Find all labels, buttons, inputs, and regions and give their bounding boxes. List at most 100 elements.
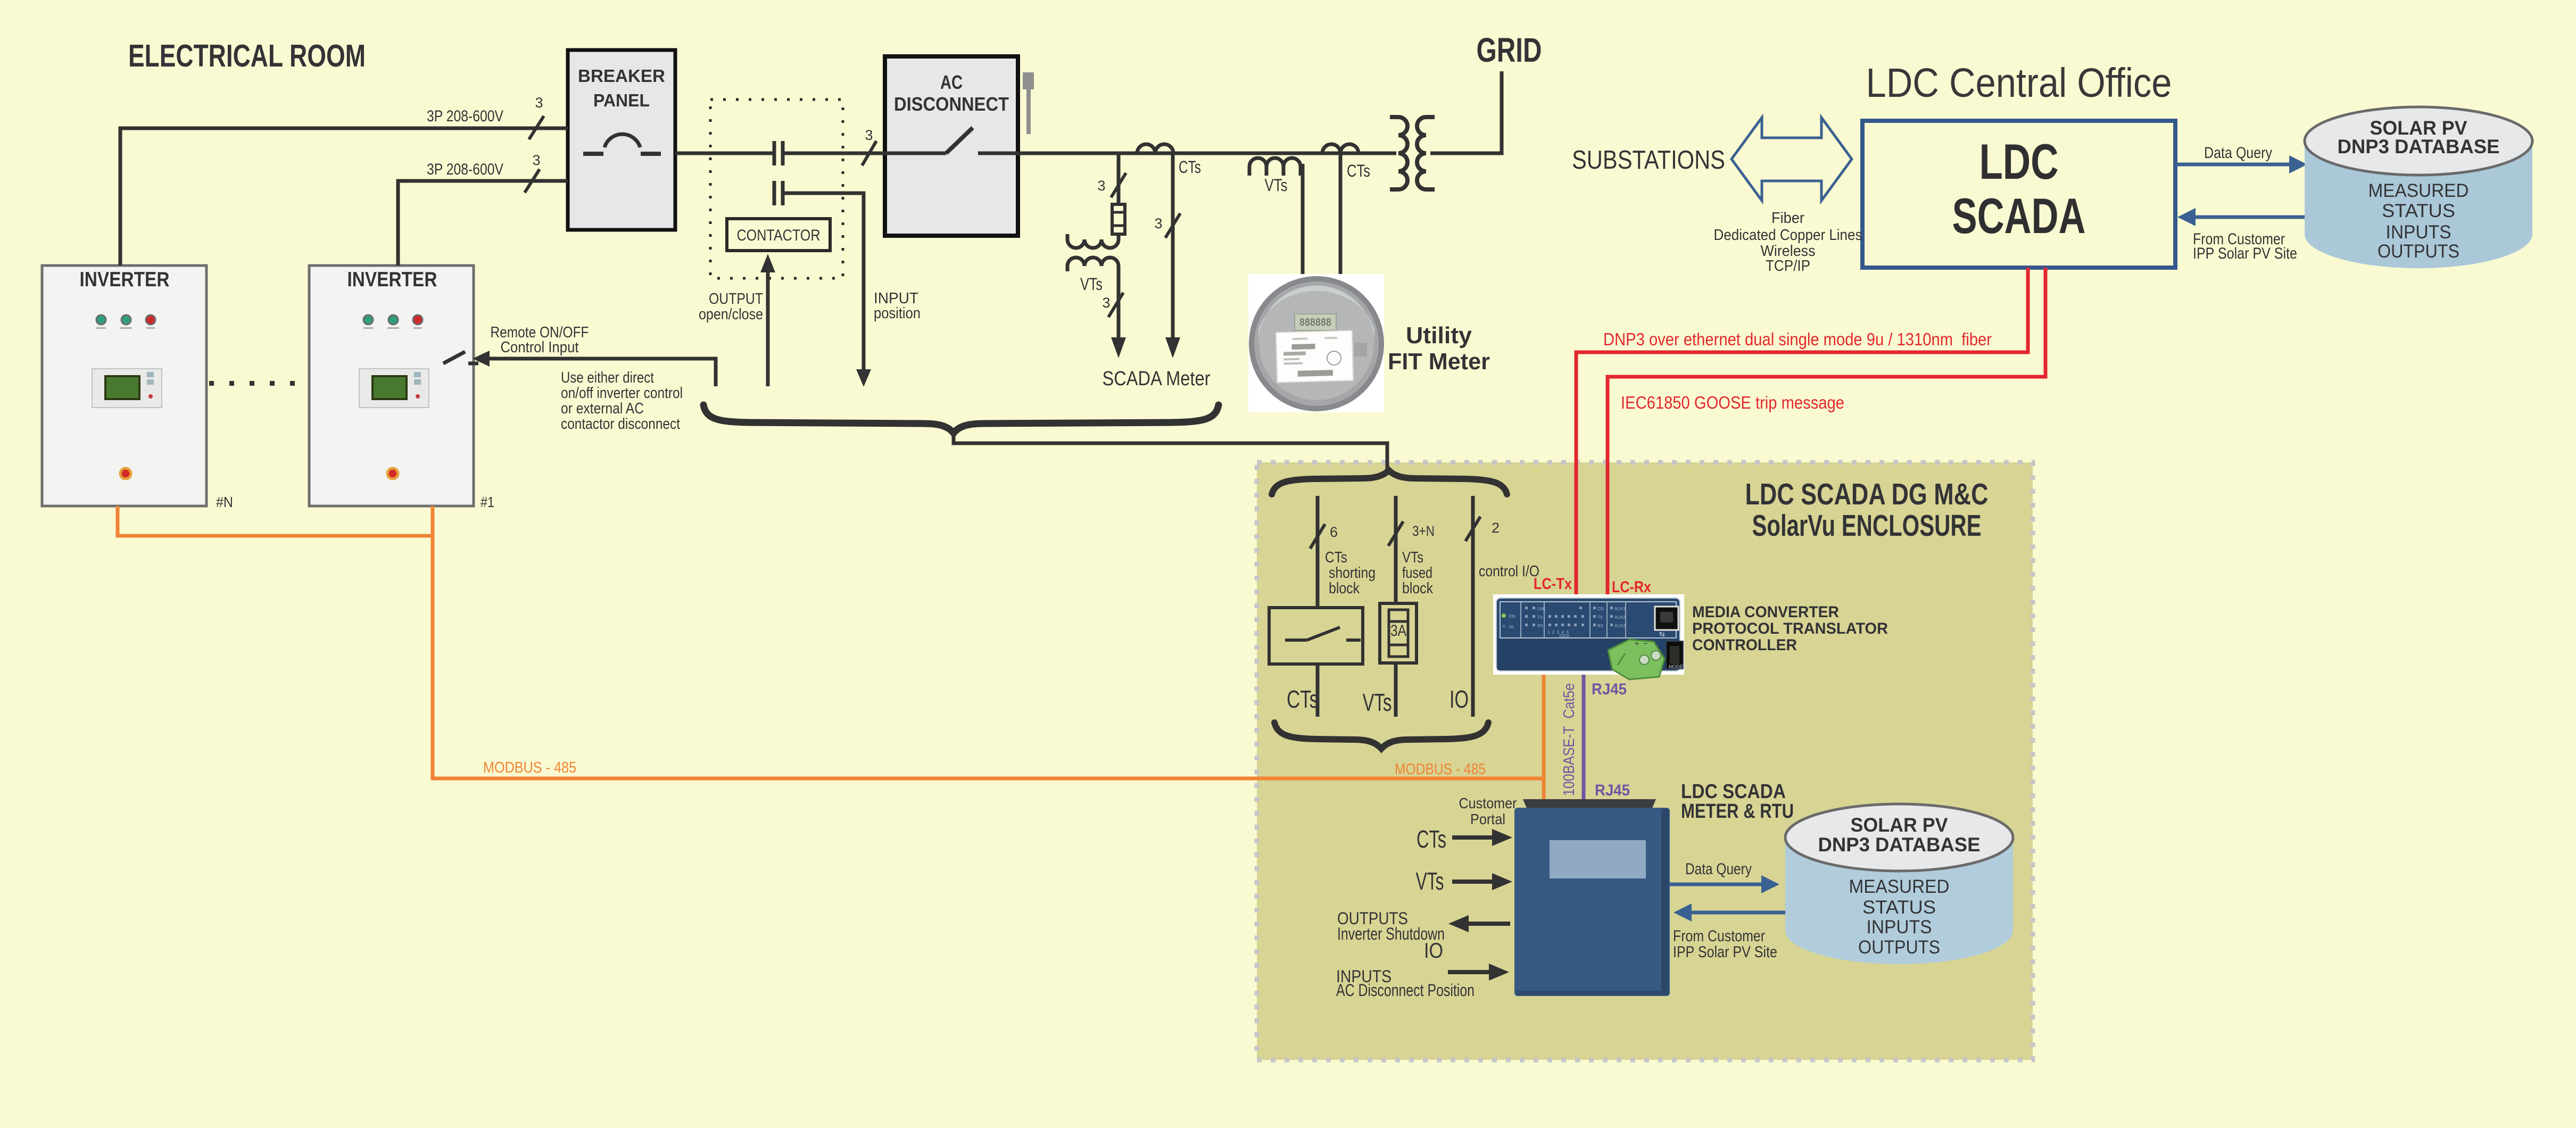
svg-text:#N: #N — [216, 494, 233, 510]
svg-text:Fiber: Fiber — [1771, 210, 1804, 227]
svg-text:AC Disconnect Position: AC Disconnect Position — [1336, 981, 1475, 1000]
svg-text:3: 3 — [865, 127, 873, 143]
svg-text:Portal: Portal — [1470, 811, 1505, 827]
svg-text:ELECTRICAL ROOM: ELECTRICAL ROOM — [128, 38, 366, 73]
svg-text:CTs: CTs — [1179, 157, 1201, 177]
svg-text:OUTPUTS: OUTPUTS — [1858, 937, 1940, 958]
svg-text:MEASURED: MEASURED — [2368, 180, 2469, 201]
svg-text:⇆: ⇆ — [1659, 630, 1665, 638]
svg-text:+ −: + − — [1635, 639, 1647, 648]
svg-text:OUTPUT: OUTPUT — [709, 291, 763, 308]
svg-text:DNP3 over ethernet dual single: DNP3 over ethernet dual single mode 9u /… — [1603, 329, 1992, 349]
svg-text:SOLAR PV: SOLAR PV — [1851, 814, 1948, 836]
svg-text:AUX3: AUX3 — [1614, 624, 1626, 628]
svg-text:control I/O: control I/O — [1479, 563, 1539, 580]
svg-text:shorting: shorting — [1329, 565, 1376, 582]
svg-text:GRID: GRID — [1477, 31, 1542, 69]
svg-text:Wireless: Wireless — [1761, 243, 1816, 260]
svg-text:Remote ON/OFF: Remote ON/OFF — [491, 324, 589, 341]
svg-text:SUBSTATIONS: SUBSTATIONS — [1572, 146, 1725, 175]
svg-text:Inverter Shutdown: Inverter Shutdown — [1337, 924, 1445, 943]
svg-text:TX: TX — [1597, 615, 1603, 620]
svg-text:VTs: VTs — [1416, 867, 1444, 895]
svg-text:TX: TX — [1537, 615, 1543, 620]
svg-text:VTs: VTs — [1265, 176, 1288, 195]
svg-text:Use either direct: Use either direct — [561, 369, 654, 386]
svg-text:LDC SCADA DG M&C: LDC SCADA DG M&C — [1745, 477, 1989, 511]
svg-text:#1: #1 — [481, 494, 494, 510]
svg-text:IO: IO — [1424, 939, 1443, 963]
svg-text:3P 208-600V: 3P 208-600V — [427, 107, 503, 125]
svg-text:MEASURED: MEASURED — [1849, 876, 1950, 897]
svg-text:open/close: open/close — [699, 306, 763, 323]
svg-text:RJ45: RJ45 — [1595, 782, 1630, 799]
svg-text:Utility: Utility — [1406, 322, 1472, 349]
svg-text:block: block — [1402, 580, 1433, 597]
svg-text:INPUT: INPUT — [874, 290, 918, 307]
svg-text:RJ45: RJ45 — [1592, 681, 1627, 698]
svg-text:1 2 3 4 5: 1 2 3 4 5 — [1547, 630, 1569, 635]
svg-text:SCADA Meter: SCADA Meter — [1103, 368, 1211, 390]
svg-text:AUX1: AUX1 — [1614, 607, 1626, 611]
svg-text:IPP Solar PV Site: IPP Solar PV Site — [1673, 943, 1777, 961]
svg-text:CTs: CTs — [1287, 685, 1319, 713]
svg-text:on/off inverter control: on/off inverter control — [561, 385, 683, 402]
svg-text:BREAKER: BREAKER — [578, 66, 665, 86]
svg-text:TCP/IP: TCP/IP — [1766, 258, 1810, 275]
svg-text:OUTPUTS: OUTPUTS — [1337, 909, 1408, 928]
svg-text:3: 3 — [1097, 178, 1105, 194]
svg-text:PROTOCOL TRANSLATOR: PROTOCOL TRANSLATOR — [1692, 620, 1888, 637]
svg-text:CTs: CTs — [1347, 161, 1370, 180]
svg-text:INPUTS: INPUTS — [1336, 967, 1391, 986]
svg-text:3: 3 — [535, 95, 543, 111]
svg-text:PANEL: PANEL — [593, 90, 650, 110]
svg-text:FIT Meter: FIT Meter — [1388, 349, 1490, 375]
svg-text:MODBUS - 485: MODBUS - 485 — [1395, 761, 1486, 778]
svg-text:AUX2: AUX2 — [1614, 615, 1626, 620]
svg-text:VTs: VTs — [1080, 275, 1103, 294]
svg-text:CTs: CTs — [1325, 549, 1347, 566]
svg-text:DISCONNECT: DISCONNECT — [894, 93, 1009, 115]
svg-text:LDC: LDC — [1979, 134, 2059, 189]
svg-text:IO: IO — [1449, 685, 1469, 713]
svg-text:CTs: CTs — [1417, 825, 1446, 853]
svg-text:2: 2 — [1492, 520, 1500, 536]
svg-text:SOLAR PV: SOLAR PV — [2370, 117, 2467, 139]
svg-text:or external AC: or external AC — [561, 400, 644, 417]
svg-text:INVERTER: INVERTER — [80, 268, 170, 291]
svg-text:INPUTS: INPUTS — [1867, 917, 1932, 938]
svg-text:STATUS: STATUS — [1862, 897, 1936, 918]
svg-text:From Customer: From Customer — [2193, 230, 2285, 248]
svg-text:AL: AL — [1509, 625, 1514, 629]
svg-text:3: 3 — [1102, 295, 1110, 311]
svg-text:100BASE-T Cat5e: 100BASE-T Cat5e — [1561, 683, 1578, 796]
svg-text:DNP3 DATABASE: DNP3 DATABASE — [2338, 136, 2500, 157]
svg-text:IPP Solar PV Site: IPP Solar PV Site — [2193, 245, 2297, 262]
svg-text:block: block — [1329, 580, 1360, 597]
svg-text:From Customer: From Customer — [1673, 927, 1765, 945]
svg-text:CONTACTOR: CONTACTOR — [737, 227, 821, 244]
svg-text:LC-Rx: LC-Rx — [1612, 578, 1651, 596]
svg-text:DNP3 DATABASE: DNP3 DATABASE — [1818, 834, 1981, 856]
svg-text:LDC Central Office: LDC Central Office — [1866, 60, 2172, 106]
svg-text:MODBUS - 485: MODBUS - 485 — [483, 759, 576, 776]
svg-text:LDC SCADA: LDC SCADA — [1681, 781, 1786, 803]
svg-text:IEC61850 GOOSE trip message: IEC61850 GOOSE trip message — [1621, 393, 1844, 412]
svg-text:INVERTER: INVERTER — [347, 268, 437, 291]
svg-text:3P 208-600V: 3P 208-600V — [427, 161, 503, 178]
svg-text:contactor disconnect: contactor disconnect — [561, 416, 680, 433]
svg-text:VTs: VTs — [1402, 549, 1423, 566]
svg-text:RX: RX — [1537, 624, 1544, 628]
svg-text:SolarVu ENCLOSURE: SolarVu ENCLOSURE — [1752, 509, 1982, 543]
svg-text:SCADA: SCADA — [1952, 188, 2086, 244]
svg-text:Control Input: Control Input — [501, 339, 579, 356]
svg-text:Dedicated Copper Lines: Dedicated Copper Lines — [1714, 227, 1862, 244]
svg-text:MODEM: MODEM — [1669, 664, 1687, 669]
svg-text:STATUS: STATUS — [2382, 201, 2455, 221]
svg-text:OUTPUTS: OUTPUTS — [2378, 241, 2459, 262]
svg-text:Customer: Customer — [1459, 795, 1517, 811]
svg-text:RX: RX — [1597, 624, 1604, 628]
svg-text:3+N: 3+N — [1412, 523, 1435, 539]
svg-text:fused: fused — [1402, 565, 1432, 582]
svg-text:6: 6 — [1330, 524, 1338, 540]
